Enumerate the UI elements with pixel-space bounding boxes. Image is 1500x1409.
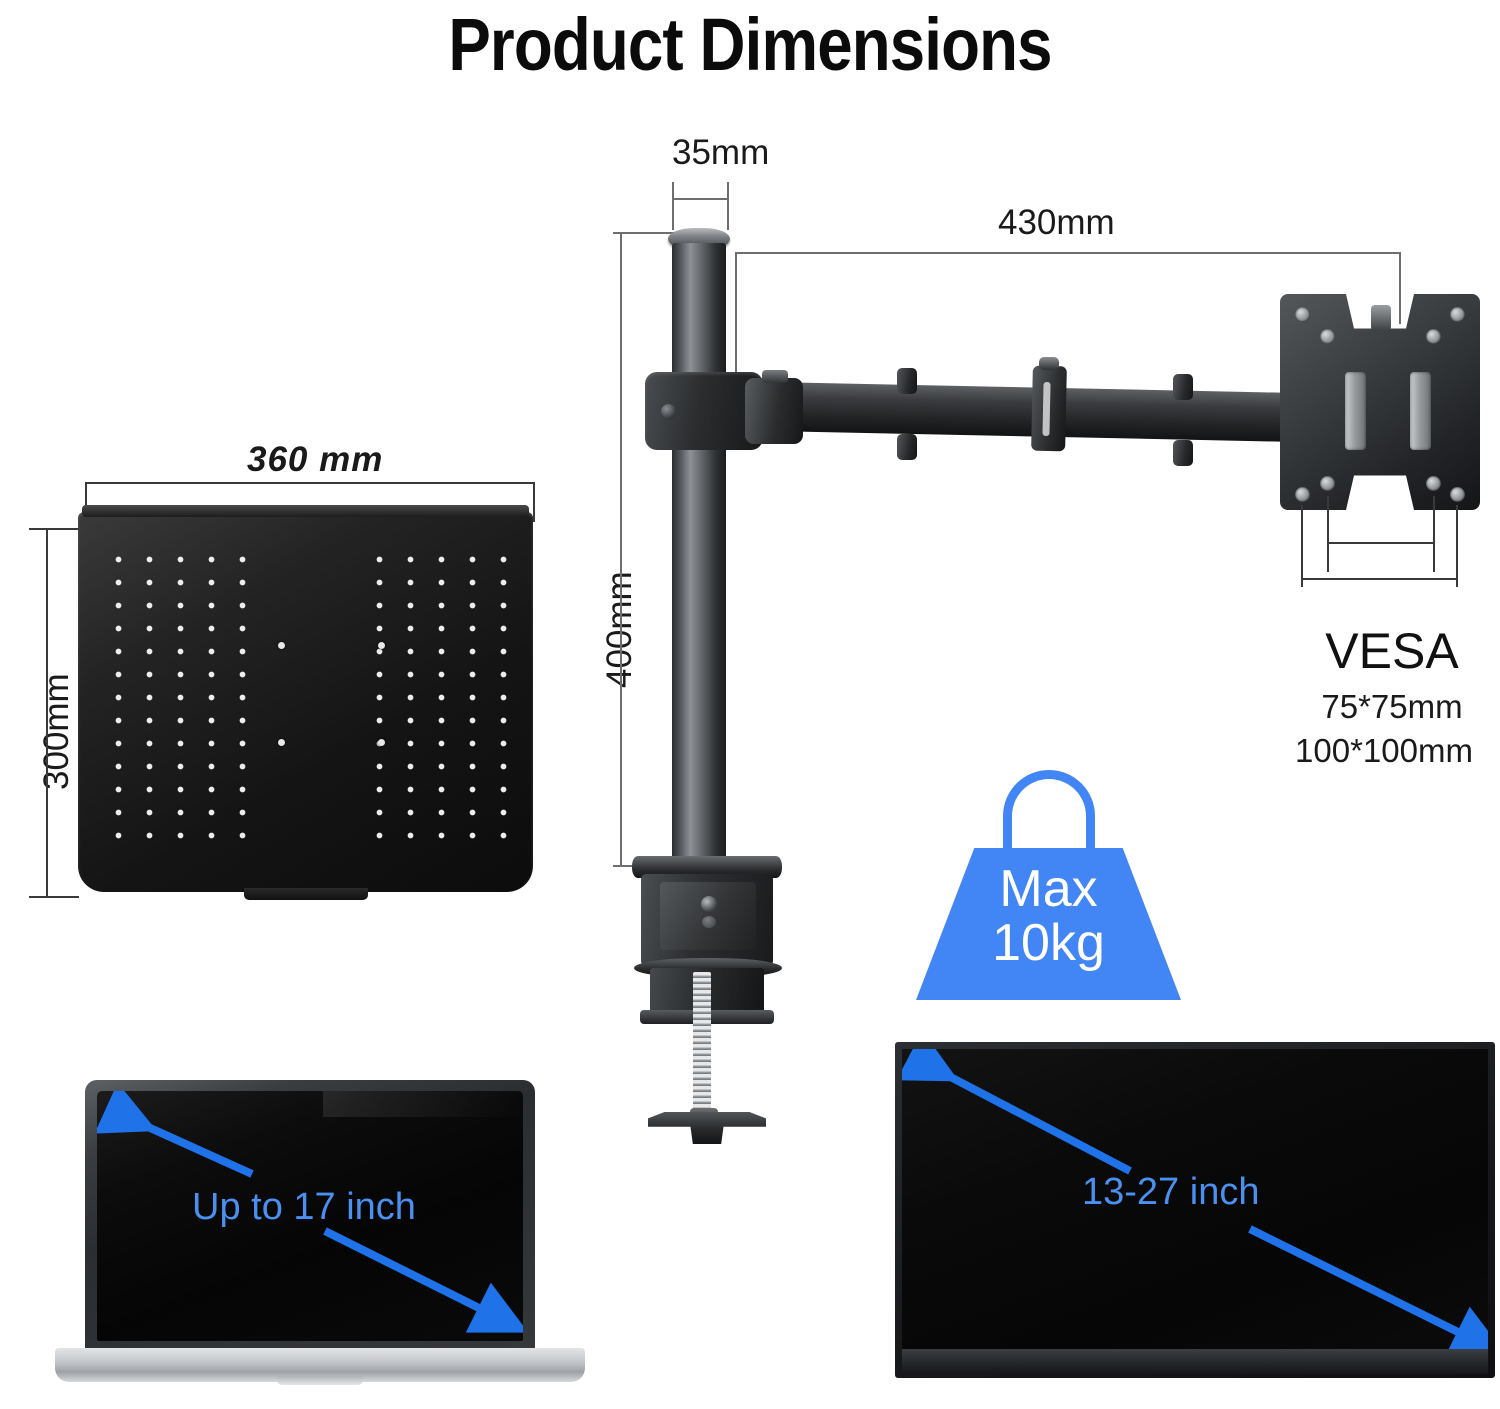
vesa-75-extension-right	[1433, 496, 1435, 572]
max-weight-badge: Max 10kg	[916, 770, 1181, 1000]
desk-clamp-screw	[701, 896, 717, 912]
joint-screw	[661, 404, 676, 419]
tray-depth-tick-bottom	[29, 896, 79, 898]
vesa-100-extension-left	[1301, 505, 1303, 587]
monitor-diagonal-arrow-icon	[902, 1049, 1488, 1349]
laptop-tray-plate	[78, 505, 533, 900]
vesa-hole-outer-tl	[1295, 307, 1310, 322]
pole-diameter-line	[672, 198, 729, 200]
laptop-diagonal-arrow-icon	[97, 1091, 523, 1333]
vesa-100-extension-right	[1456, 505, 1458, 587]
laptop-size-label: Up to 17 inch	[192, 1186, 416, 1228]
cable-clip	[897, 434, 917, 460]
pole-height-line	[620, 232, 622, 866]
pole-diameter-label: 35mm	[672, 133, 770, 172]
vesa-pattern-small: 75*75mm	[1321, 688, 1463, 725]
cable-clip	[1173, 374, 1193, 400]
monitor-illustration: 13-27 inch	[895, 1042, 1495, 1404]
tray-perforations-left	[100, 546, 250, 854]
cable-clip	[1173, 440, 1193, 466]
arm-length-extension-left	[735, 252, 737, 377]
vesa-hole-inner-bl	[1320, 476, 1335, 491]
tray-depth-label: 300mm	[37, 673, 76, 790]
laptop-illustration: Up to 17 inch	[55, 1080, 585, 1400]
pole-height-tick-top	[613, 232, 675, 234]
monitor-size-label: 13-27 inch	[1082, 1171, 1260, 1213]
weight-label-line2: 10kg	[992, 914, 1105, 972]
vesa-hole-outer-tr	[1450, 307, 1465, 322]
page-title: Product Dimensions	[448, 3, 1052, 86]
arm-mid-screw	[1039, 357, 1059, 370]
tray-depth-tick-top	[29, 528, 79, 530]
vesa-100-line	[1301, 578, 1458, 580]
tray-width-label: 360 mm	[247, 440, 384, 479]
joint-pin	[762, 370, 788, 383]
desk-clamp-knob	[648, 1112, 766, 1144]
laptop-trackpad-notch	[277, 1376, 363, 1385]
vesa-slot-left	[1345, 372, 1366, 450]
arm-length-extension-right	[1399, 252, 1401, 324]
vesa-title: VESA	[1325, 623, 1459, 679]
tray-width-tick-right	[533, 482, 535, 522]
tray-perforations-right	[361, 546, 511, 854]
monitor-mount-pole	[672, 243, 726, 868]
monitor-foot	[902, 1349, 1488, 1374]
vesa-hole-outer-bl	[1295, 487, 1310, 502]
vesa-hole-inner-tl	[1320, 329, 1335, 344]
vesa-hole-inner-tr	[1426, 329, 1441, 344]
pole-diameter-extension-right	[727, 182, 729, 230]
tray-mount-hole	[278, 642, 285, 649]
desk-clamp-threaded-bolt	[693, 972, 711, 1120]
joint-head	[745, 378, 803, 444]
weight-label: Max 10kg	[916, 862, 1181, 970]
weight-handle-icon	[1003, 770, 1095, 862]
arm-length-line	[735, 252, 1400, 254]
tray-mount-hole	[378, 642, 385, 649]
tray-depth-line	[46, 528, 48, 898]
pole-diameter-extension-left	[672, 182, 674, 230]
laptop-screen: Up to 17 inch	[97, 1091, 523, 1341]
desk-clamp-screw-small	[702, 916, 716, 928]
weight-label-line1: Max	[999, 860, 1098, 918]
cable-clip	[897, 368, 917, 394]
vesa-75-extension-left	[1327, 496, 1329, 572]
arm-length-label: 430mm	[998, 203, 1115, 242]
vesa-pattern-large: 100*100mm	[1295, 732, 1473, 769]
desk-clamp-top-plate	[632, 856, 782, 878]
tray-mount-hole	[378, 739, 385, 746]
tray-mount-hole	[278, 739, 285, 746]
vesa-hole-outer-br	[1450, 487, 1465, 502]
vesa-hole-inner-br	[1426, 476, 1441, 491]
monitor-screen: 13-27 inch	[902, 1049, 1488, 1349]
arm-mid-slot	[1042, 381, 1051, 437]
tray-width-tick-left	[85, 482, 87, 522]
vesa-75-line	[1327, 542, 1435, 544]
tray-width-line	[85, 482, 535, 484]
vesa-slot-right	[1410, 372, 1431, 450]
vesa-tilt-bolt	[1371, 305, 1391, 331]
